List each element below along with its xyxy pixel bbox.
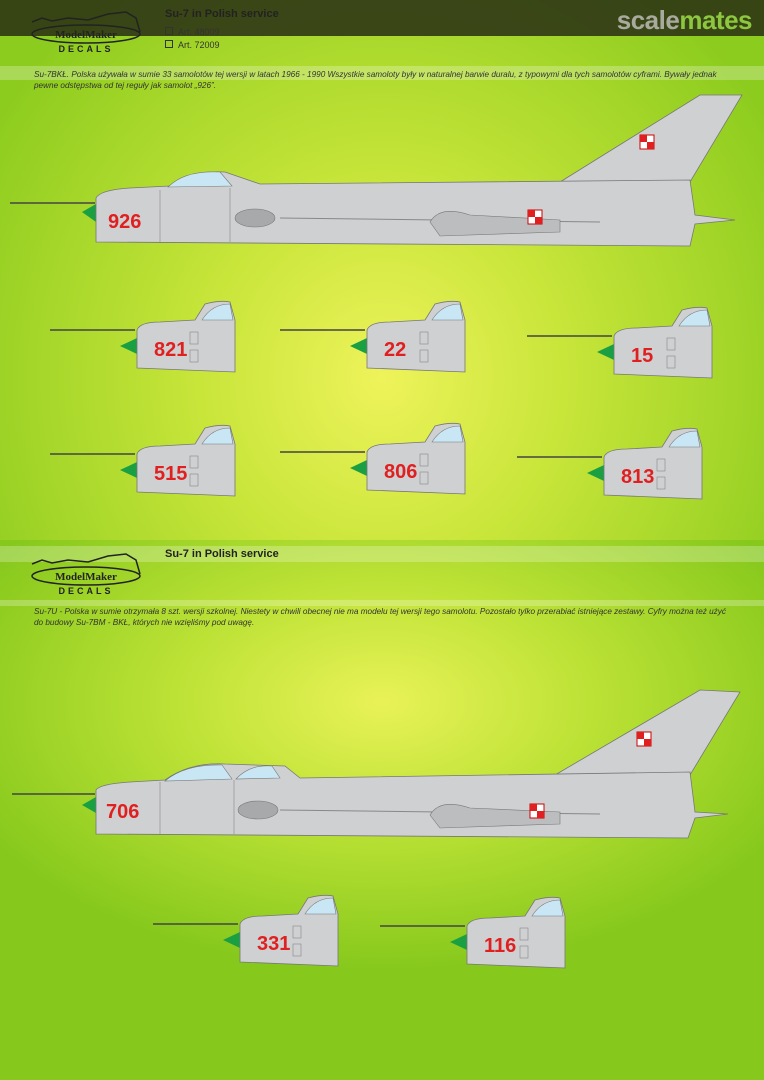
nose-number: 116	[484, 935, 516, 957]
svg-text:ModelMaker: ModelMaker	[55, 29, 117, 41]
aircraft-number: 926	[108, 211, 141, 233]
section2-band-thin	[0, 600, 764, 606]
nose-section: 15	[527, 306, 713, 379]
section2-title: Su-7 in Polish service	[165, 548, 279, 560]
top-bar	[0, 0, 764, 36]
section1-title: Su-7 in Polish service	[165, 8, 279, 20]
modelmaker-logo-2: ModelMaker DECALS	[31, 553, 141, 596]
nose-section: 813	[517, 427, 703, 500]
nose-section: 806	[280, 422, 466, 495]
nose-number: 15	[631, 345, 653, 367]
nose-number: 806	[384, 461, 417, 483]
checkbox-icon	[165, 27, 173, 35]
article-2: Art. 72009	[165, 40, 220, 50]
section1-description: Su-7BKŁ. Polska używała w sumie 33 samol…	[34, 70, 717, 90]
article-1: Art. 48009	[165, 27, 220, 37]
checkbox-icon	[165, 40, 173, 48]
section2-description: Su-7U - Polska w sumie otrzymała 8 szt. …	[34, 607, 726, 627]
modelmaker-logo: ModelMaker DECALS	[31, 11, 141, 54]
scalemates-watermark: scalemates	[616, 5, 753, 35]
nose-section: 116	[380, 896, 566, 969]
nose-number: 821	[154, 339, 187, 361]
svg-text:ModelMaker: ModelMaker	[55, 571, 117, 583]
nose-section: 515	[50, 424, 236, 497]
section1-band	[0, 66, 764, 80]
nose-number: 813	[621, 466, 654, 488]
section2-band	[0, 546, 764, 562]
nose-section: 22	[280, 300, 466, 373]
nose-section: 331	[153, 894, 339, 967]
nose-number: 22	[384, 339, 406, 361]
nose-section: 821	[50, 300, 236, 373]
nose-number: 515	[154, 463, 187, 485]
aircraft-su7bkl: 926	[10, 94, 743, 247]
svg-text:DECALS: DECALS	[58, 586, 113, 596]
nose-number: 331	[257, 933, 290, 955]
svg-text:DECALS: DECALS	[58, 44, 113, 54]
aircraft-number: 706	[106, 801, 139, 823]
aircraft-su7u: 706	[12, 689, 741, 839]
